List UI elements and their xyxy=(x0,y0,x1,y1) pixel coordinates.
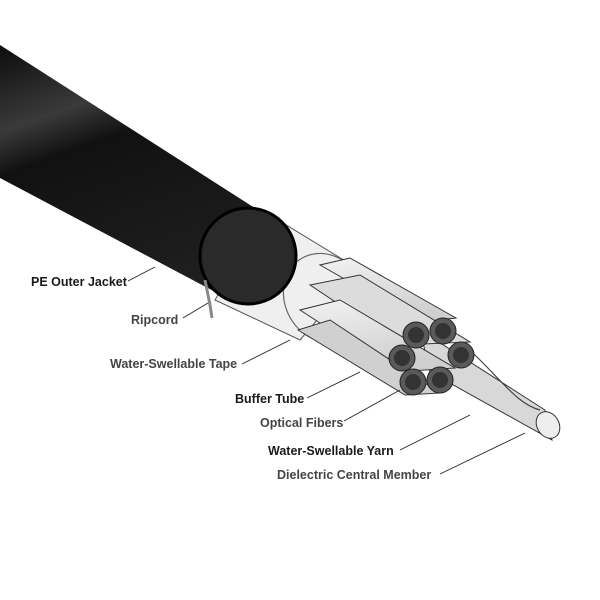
label-water-swellable-tape: Water-Swellable Tape xyxy=(110,357,238,371)
label-buffer-tube: Buffer Tube xyxy=(235,392,305,406)
optical-fibers xyxy=(394,323,469,390)
label-pe-outer-jacket: PE Outer Jacket xyxy=(31,275,127,289)
ripcord xyxy=(203,279,214,319)
leader-lines xyxy=(127,266,526,475)
buffer-tube-ends xyxy=(388,317,475,396)
pe-outer-jacket xyxy=(0,45,298,306)
label-dielectric-central-member: Dielectric Central Member xyxy=(277,468,432,482)
label-ripcord: Ripcord xyxy=(131,313,179,327)
label-optical-fibers: Optical Fibers xyxy=(260,416,344,430)
label-water-swellable-yarn: Water-Swellable Yarn xyxy=(268,444,394,458)
